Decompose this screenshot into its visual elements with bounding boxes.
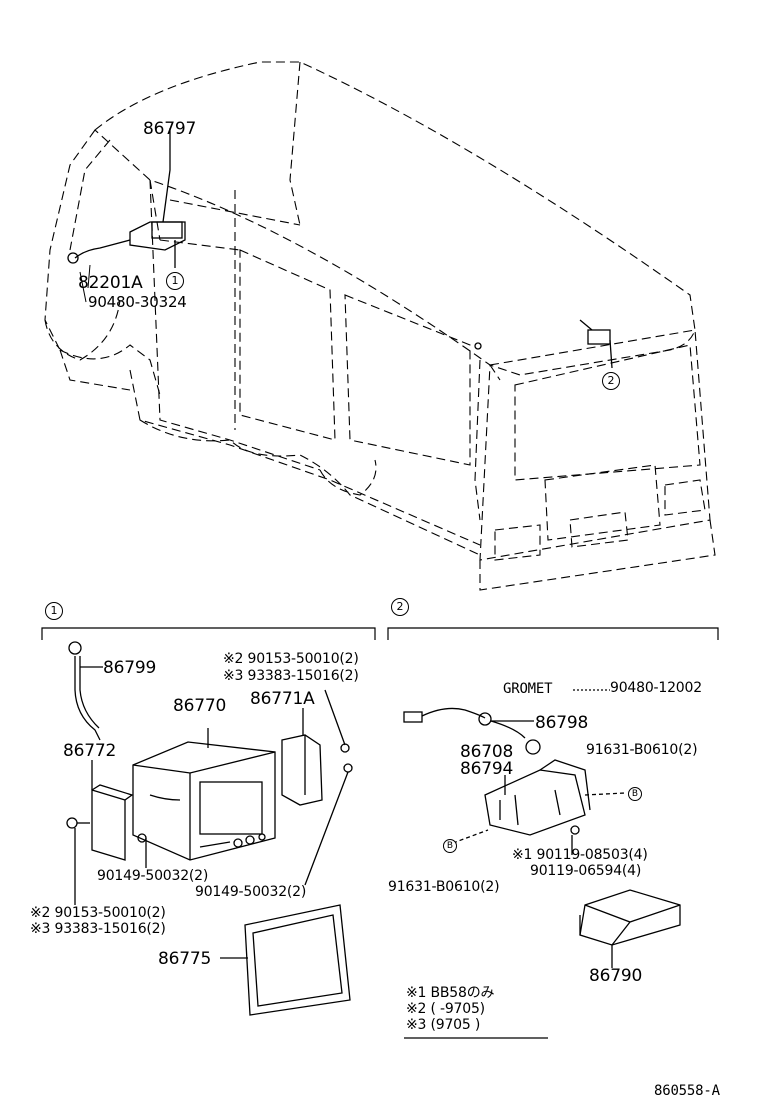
- label-86775: 86775: [158, 949, 212, 969]
- monitor-86770: [132, 728, 276, 861]
- overview-leaders: [79, 264, 91, 303]
- note2-top: ※2 90153-50010(2): [223, 651, 359, 667]
- label-86770: 86770: [173, 696, 227, 716]
- overview-monitor: [67, 128, 186, 268]
- label-90149-left: 90149-50032(2): [97, 868, 209, 884]
- callout-1-overview: 1: [166, 272, 184, 290]
- label-86799: 86799: [103, 658, 157, 678]
- label-91631-left: 91631-B0610(2): [388, 879, 500, 895]
- cable-86799: [68, 641, 103, 741]
- label-86798: 86798: [535, 713, 589, 733]
- label-86772: 86772: [63, 741, 117, 761]
- label-gromet: GROMET: [503, 681, 553, 697]
- note-3: ※3 (9705 ): [406, 1017, 481, 1033]
- label-90480-30324: 90480-30324: [88, 293, 187, 311]
- label-90480-12002: 90480-12002: [610, 680, 702, 696]
- label-86708: 86708: [460, 742, 514, 762]
- label-86790: 86790: [589, 966, 643, 986]
- cable-86798: [403, 689, 610, 755]
- callout-2-detail: 2: [391, 598, 409, 616]
- panel-86775: [220, 904, 351, 1016]
- note2-bottom: ※2 90153-50010(2): [30, 905, 166, 921]
- label-90149-right: 90149-50032(2): [195, 884, 307, 900]
- label-82201A: 82201A: [78, 273, 143, 293]
- note3-bottom: ※3 93383-15016(2): [30, 921, 166, 937]
- detail2-frame: [387, 627, 719, 640]
- note-2: ※2 ( -9705): [406, 1001, 485, 1017]
- camera-86790: [579, 889, 681, 968]
- callout-2-overview: 2: [602, 372, 620, 390]
- label-86794: 86794: [460, 759, 514, 779]
- van-outline: [44, 61, 716, 591]
- callout-1-detail: 1: [45, 602, 63, 620]
- note3-top: ※3 93383-15016(2): [223, 668, 359, 684]
- ref-b-right: B: [628, 787, 642, 801]
- label-90119-b: 90119-06594(4): [530, 863, 642, 879]
- overview-camera: [474, 319, 613, 369]
- ref-b-left: B: [443, 839, 457, 853]
- label-91631-right: 91631-B0610(2): [586, 742, 698, 758]
- camera-bracket-86794: [452, 759, 626, 855]
- label-86771A: 86771A: [250, 689, 315, 709]
- bracket-86772: [66, 760, 147, 905]
- label-86797: 86797: [143, 119, 197, 139]
- bracket-86771A: [281, 689, 353, 886]
- note-1: ※1 BB58のみ: [406, 985, 495, 1001]
- label-90119-a: ※1 90119-08503(4): [512, 847, 648, 863]
- detail1-frame: [41, 627, 376, 640]
- figure-id: 860558-A: [654, 1083, 720, 1099]
